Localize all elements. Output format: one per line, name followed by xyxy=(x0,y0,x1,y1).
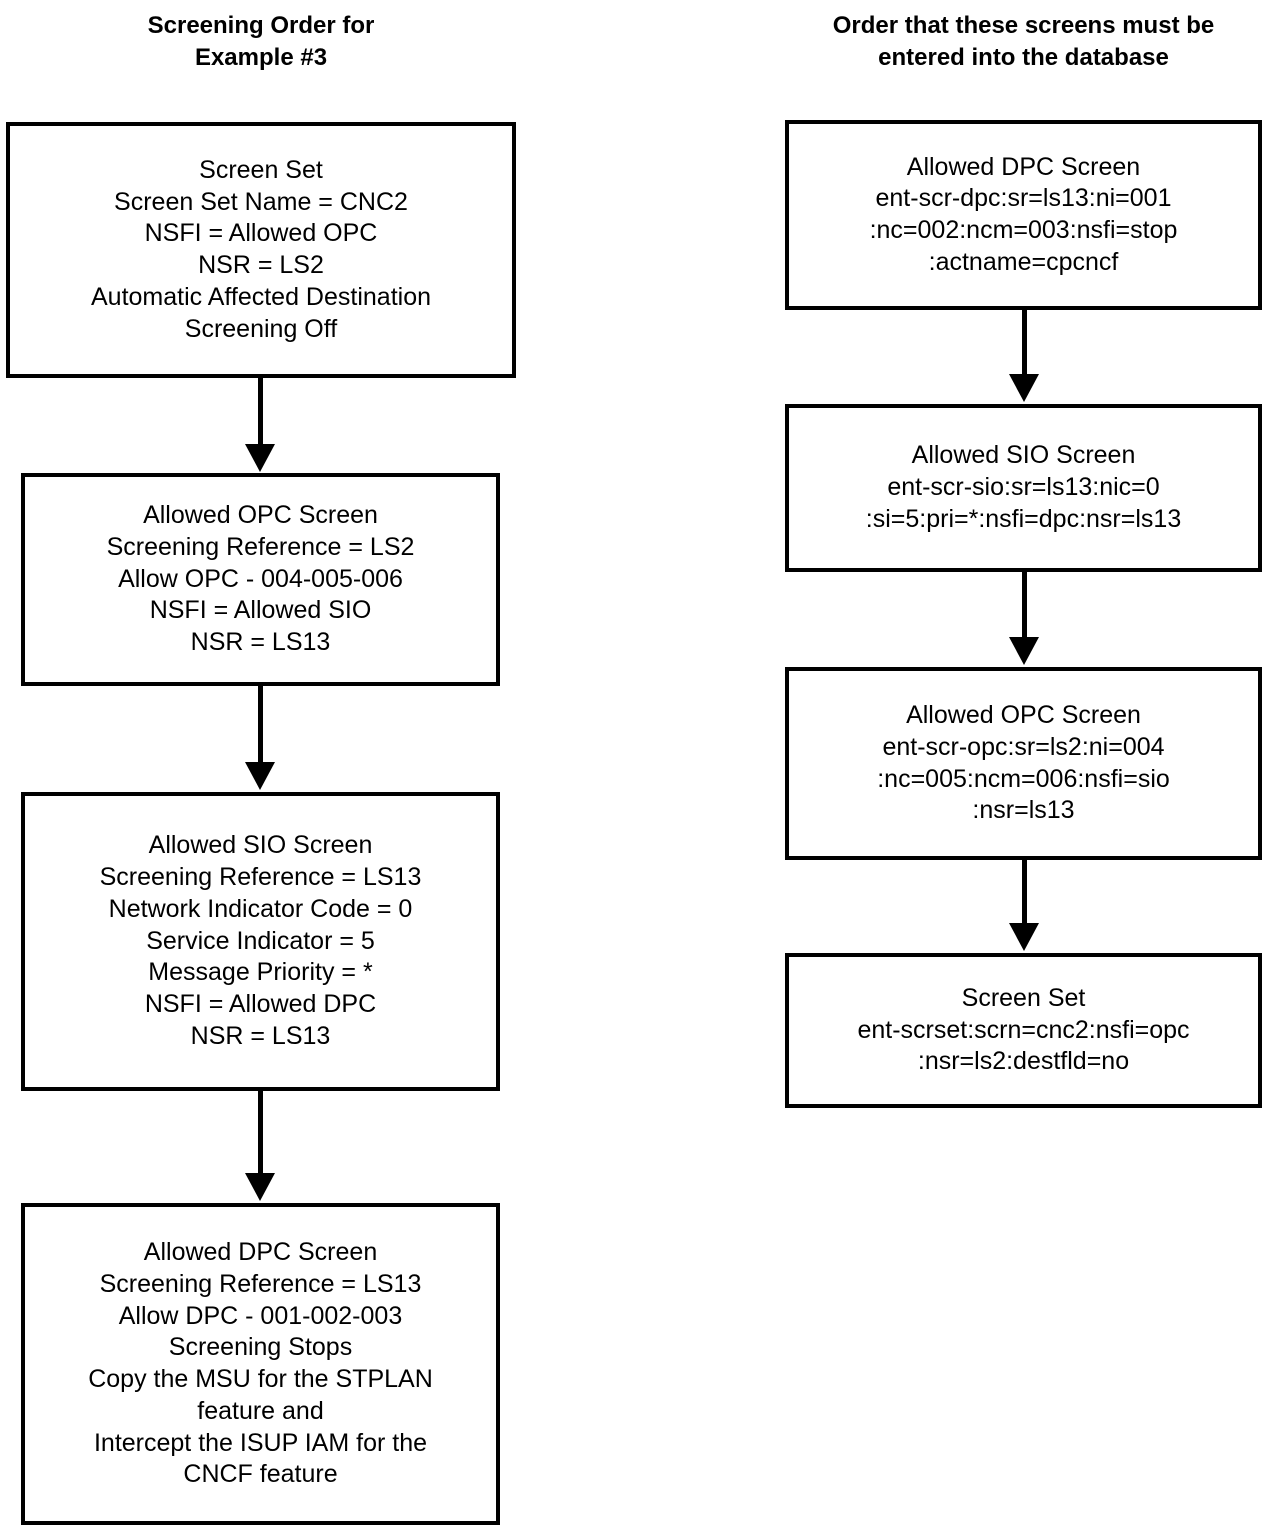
flow-box-allowed-opc-screen-command: Allowed OPC Screen ent-scr-opc:sr=ls2:ni… xyxy=(785,667,1262,860)
flow-box-screen-set-command: Screen Set ent-scrset:scrn=cnc2:nsfi=opc… xyxy=(785,953,1262,1108)
flow-box-text: Allowed SIO Screen ent-scr-sio:sr=ls13:n… xyxy=(865,441,1182,533)
flow-box-text: Allowed OPC Screen Screening Reference =… xyxy=(106,501,415,657)
flow-box-text: Screen Set Screen Set Name = CNC2 NSFI =… xyxy=(90,155,431,343)
flow-box-screen-set: Screen Set Screen Set Name = CNC2 NSFI =… xyxy=(6,122,516,378)
flow-box-allowed-dpc-screen: Allowed DPC Screen Screening Reference =… xyxy=(21,1203,500,1525)
left-column-title: Screening Order for Example #3 xyxy=(147,12,375,71)
flow-box-allowed-opc-screen: Allowed OPC Screen Screening Reference =… xyxy=(21,473,500,686)
flow-box-text: Allowed DPC Screen ent-scr-dpc:sr=ls13:n… xyxy=(869,152,1178,276)
flow-box-text: Screen Set ent-scrset:scrn=cnc2:nsfi=opc… xyxy=(857,983,1190,1076)
flow-box-text: Allowed DPC Screen Screening Reference =… xyxy=(88,1238,433,1489)
flow-box-allowed-sio-screen-command: Allowed SIO Screen ent-scr-sio:sr=ls13:n… xyxy=(785,404,1262,572)
flow-box-text: Allowed SIO Screen Screening Reference =… xyxy=(99,831,422,1050)
flow-box-allowed-sio-screen: Allowed SIO Screen Screening Reference =… xyxy=(21,792,500,1091)
right-column-title: Order that these screens must be entered… xyxy=(832,12,1215,71)
flow-box-allowed-dpc-screen-command: Allowed DPC Screen ent-scr-dpc:sr=ls13:n… xyxy=(785,120,1262,310)
flow-box-text: Allowed OPC Screen ent-scr-opc:sr=ls2:ni… xyxy=(877,701,1170,825)
